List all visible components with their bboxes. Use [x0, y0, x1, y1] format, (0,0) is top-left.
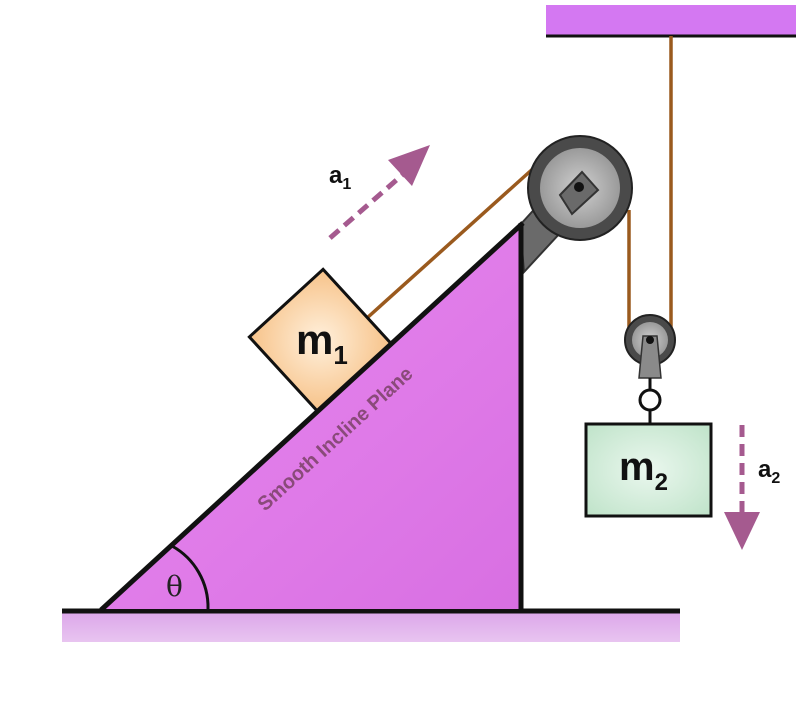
- rope-incline: [365, 164, 538, 320]
- hook-ring: [638, 388, 662, 412]
- block-m2: [584, 422, 713, 518]
- pulley-bracket-arm: [558, 170, 600, 216]
- accel2-label: a2: [758, 456, 780, 487]
- small-pulley-axle: [646, 336, 654, 344]
- block-m1-label: m1: [296, 316, 348, 370]
- accel1-label: a1: [329, 162, 351, 193]
- ceiling-plate: [546, 5, 796, 35]
- small-pulley-hanger: [638, 335, 662, 379]
- floor-shadow: [62, 612, 680, 642]
- main-pulley-axle: [574, 182, 584, 192]
- incline-hypotenuse: [99, 221, 525, 612]
- accel1-arrow-head: [388, 145, 430, 186]
- block-m1: [247, 267, 393, 413]
- accel1-arrow-shaft: [328, 168, 410, 240]
- angle-arc: [171, 544, 210, 610]
- block-m2-label: m2: [619, 445, 668, 496]
- angle-label: θ: [166, 570, 183, 603]
- accel2-arrow-head: [724, 512, 760, 550]
